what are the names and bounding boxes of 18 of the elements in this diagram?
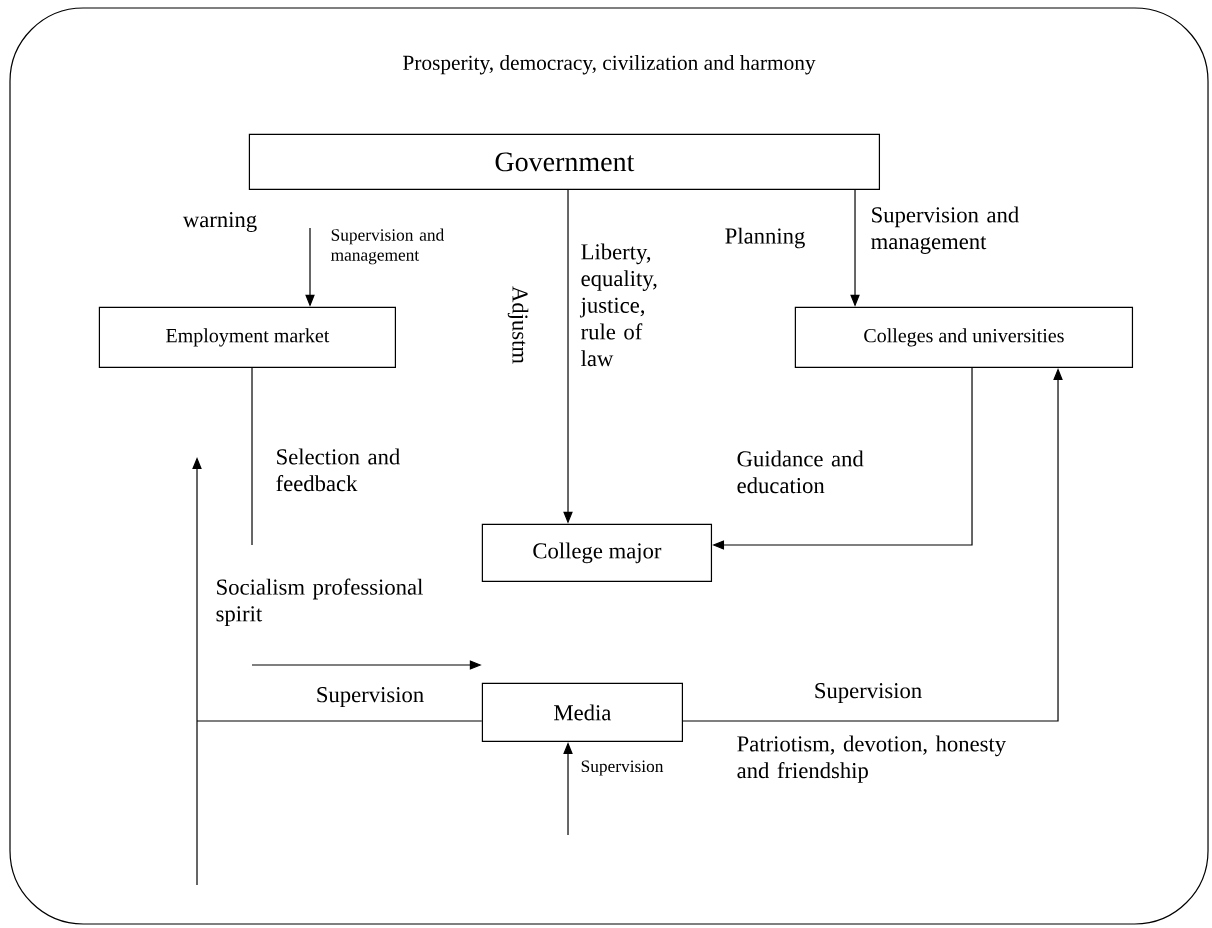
edge-label: Guidance and education bbox=[737, 450, 864, 494]
edge-label: Supervision and management bbox=[330, 228, 444, 265]
box: Government bbox=[248, 133, 880, 190]
label: Adjustm bbox=[507, 286, 529, 364]
label: Planning bbox=[725, 227, 805, 249]
edge-label: Supervision bbox=[317, 687, 424, 707]
edge-label: Supervision bbox=[581, 760, 664, 776]
box: Colleges and universities bbox=[794, 306, 1134, 368]
edge-label: Selection and feedback bbox=[276, 448, 400, 492]
edge-label: Liberty, equality, justice, rule of law bbox=[579, 243, 657, 367]
label: Patriotism, devotion, honesty and friendship bbox=[737, 735, 1006, 783]
box: College major bbox=[481, 523, 713, 583]
label: warning bbox=[182, 212, 257, 232]
edge-label: Supervision and management bbox=[871, 206, 1019, 254]
box: Employment market bbox=[98, 306, 396, 368]
box: Media bbox=[481, 682, 683, 742]
edge-label: Supervision bbox=[815, 683, 922, 703]
label: Socialism professional spirit bbox=[216, 578, 423, 627]
